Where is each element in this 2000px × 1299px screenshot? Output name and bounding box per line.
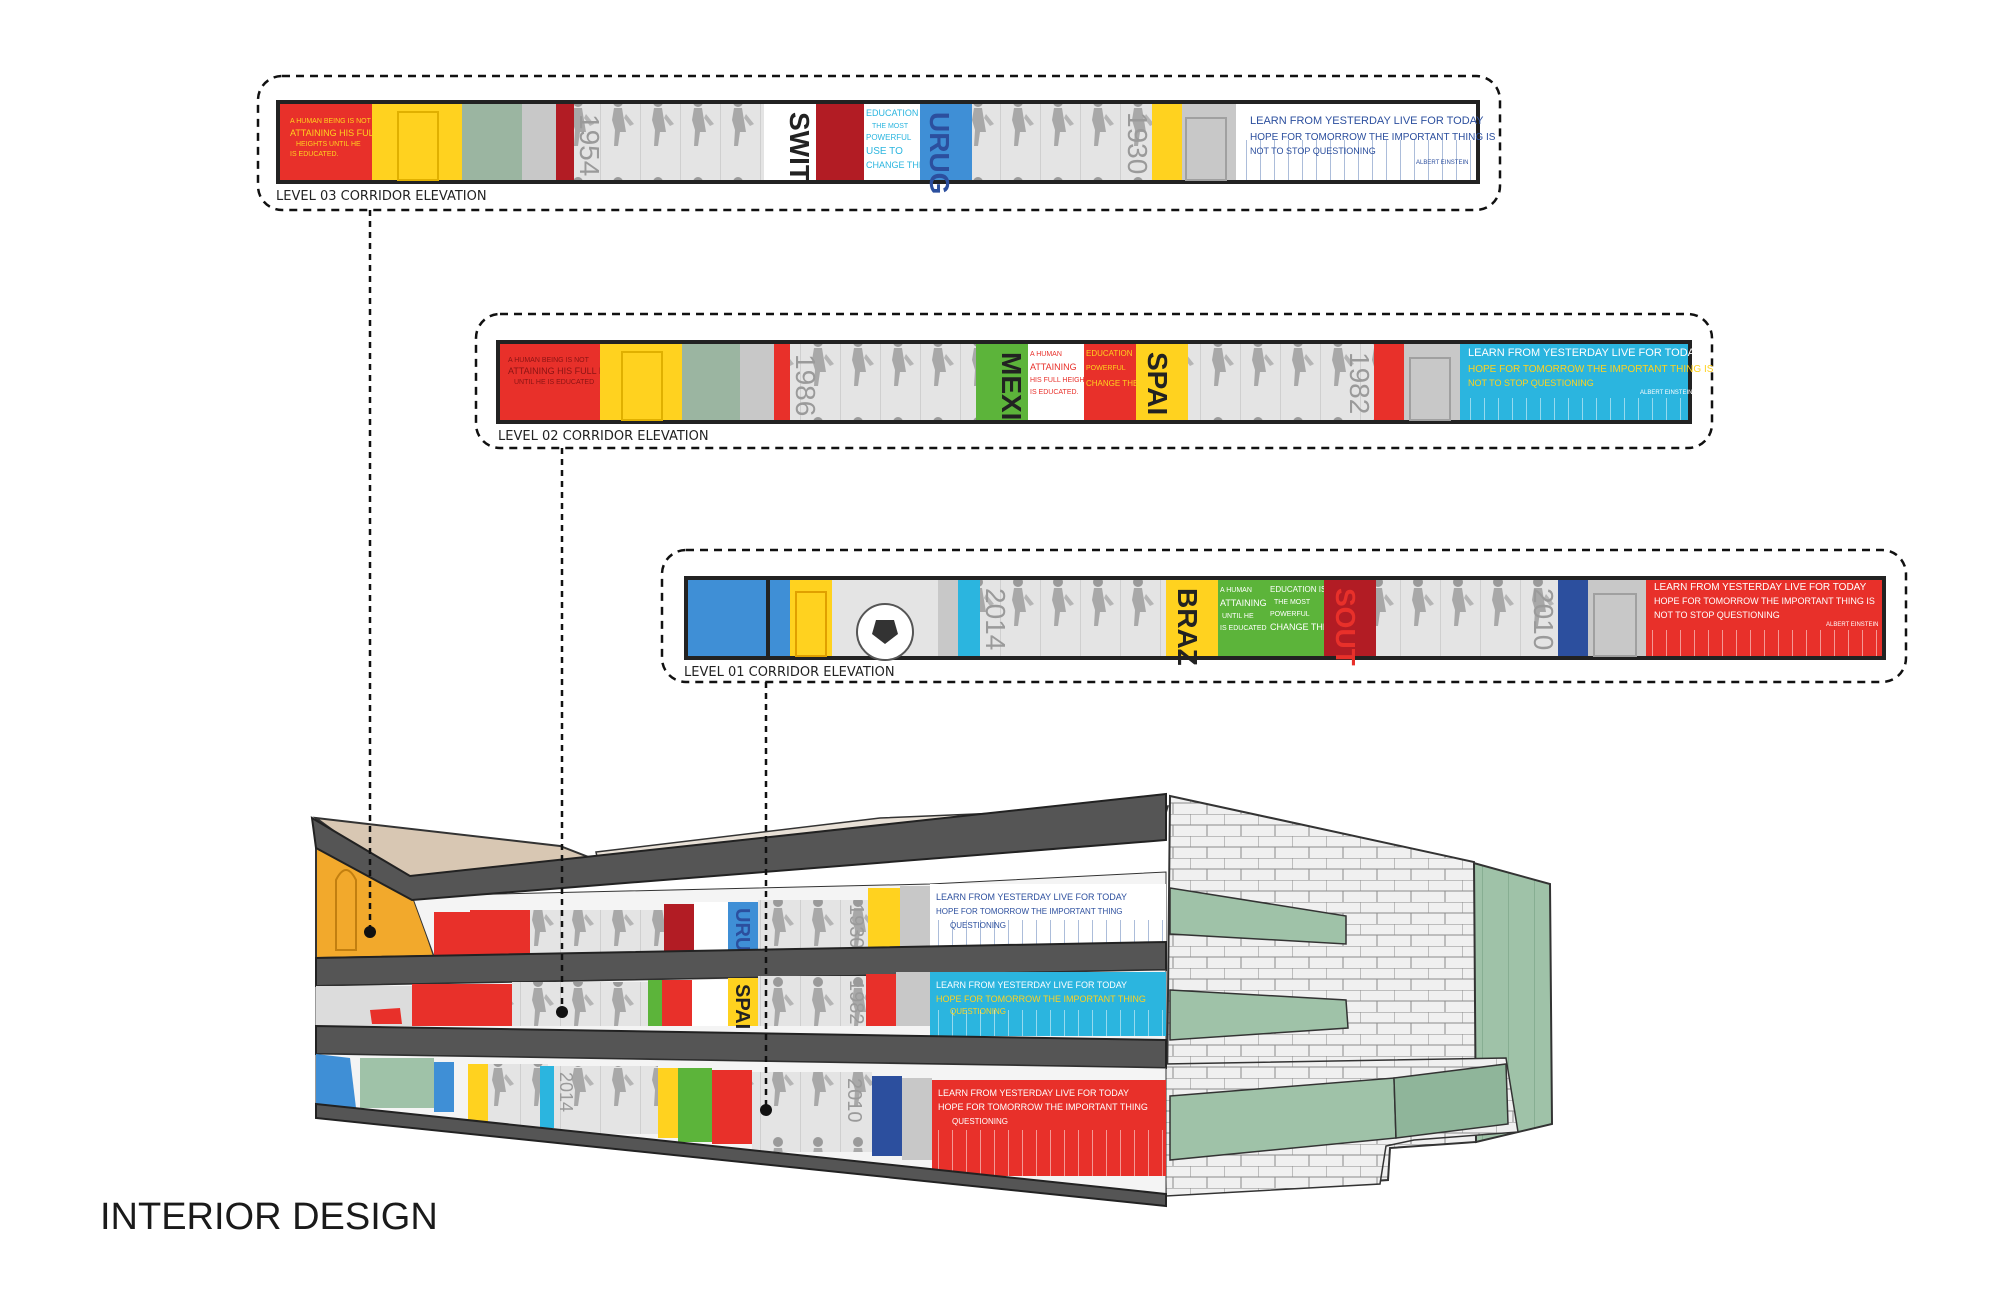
svg-text:LEARN FROM YESTERDAY LIV: LEARN FROM YESTERDAY LIVE FOR TODAY (938, 1088, 1129, 1098)
year-label: 1986 (790, 354, 821, 416)
svg-text:EDUCATION: EDUCATION (1086, 349, 1133, 358)
country-label: MEXI (996, 352, 1027, 420)
quote-author: ALBERT EINSTEIN (1826, 622, 1878, 628)
svg-text:HOPE FOR TOMORROW THE: HOPE FOR TOMORROW THE IMPORTANT THING IS (1468, 364, 1714, 375)
svg-text:EDUCATION IS: EDUCATION IS (1270, 585, 1326, 594)
svg-text:ATTAINING HIS FULL HEIGHTS: ATTAINING HIS FULL HEIGHTS (508, 366, 639, 376)
dashed-callout-frame (660, 548, 1908, 684)
svg-text:A HUMAN: A HUMAN (1220, 587, 1252, 594)
svg-text:UNTIL HE: UNTIL HE (1222, 613, 1254, 620)
svg-text:LEARN FROM YESTERDAY LIV: LEARN FROM YESTERDAY LIVE FOR TODAY (1654, 582, 1867, 593)
year-label: 1930 (845, 904, 867, 949)
svg-text:THE MOST: THE MOST (872, 123, 909, 130)
year-label: 2014 (556, 1072, 576, 1112)
svg-text:IS EDUCATED.: IS EDUCATED. (1030, 389, 1079, 396)
building-axonometric: URUG 1930 LEARN FROM YESTERDAY LIVE FOR … (310, 792, 1554, 1208)
elevation-level-02: A HUMAN BEING IS NOT ATTAINING HIS FULL … (474, 312, 1714, 450)
svg-text:A HUMAN BEING IS NOT: A HUMAN BEING IS NOT (508, 357, 590, 364)
svg-text:UNTIL HE IS EDUCATED: UNTIL HE IS EDUCATED (514, 379, 594, 386)
elevation-level-01: 2014 BRAZ A HUMAN ATTAINING UNTIL HE IS … (660, 548, 1908, 684)
svg-text:QUESTIONING: QUESTIONING (950, 921, 1006, 930)
svg-text:LEARN FROM YESTERDAY LIV: LEARN FROM YESTERDAY LIVE FOR TODAY (936, 892, 1127, 902)
dashed-callout-frame (474, 312, 1714, 450)
svg-text:CHANGE THE: CHANGE THE (1086, 379, 1138, 388)
country-label: SPAI (731, 984, 753, 1029)
country-label: URUG (924, 112, 955, 194)
year-label: 2010 (1528, 588, 1559, 650)
country-label: SPAI (1142, 352, 1173, 415)
svg-text:HEIGHTS UNTIL HE: HEIGHTS UNTIL HE (296, 141, 361, 148)
year-label: 1954 (574, 114, 605, 176)
svg-text:HIS FULL HEIGHTS: HIS FULL HEIGHTS (1030, 377, 1094, 384)
svg-text:POWERFUL: POWERFUL (1086, 365, 1126, 372)
ground-slab (315, 1102, 1167, 1208)
dashed-callout-frame (256, 74, 1502, 212)
svg-text:A HUMAN BEING IS NOT: A HUMAN BEING IS NOT (290, 118, 372, 125)
svg-text:QUESTIONING: QUESTIONING (950, 1007, 1006, 1016)
year-label: 1982 (1344, 352, 1375, 414)
page-title: INTERIOR DESIGN (100, 1196, 438, 1238)
svg-text:HOPE FOR TOMORROW THE: HOPE FOR TOMORROW THE IMPORTANT THING IS (1654, 596, 1875, 606)
country-label: BRAZ (1172, 588, 1203, 666)
quote-author: ALBERT EINSTEIN (1416, 160, 1468, 166)
svg-text:ATTAINING HIS FULL: ATTAINING HIS FULL (290, 128, 379, 138)
roof-slab (310, 792, 1167, 902)
year-label: 1930 (1122, 112, 1153, 174)
svg-text:CHANGE THE: CHANGE THE (866, 160, 925, 170)
quote-author: ALBERT EINSTEIN (1640, 390, 1692, 396)
svg-text:NOT TO STOP QUESTIONING: NOT TO STOP QUESTIONING (1250, 146, 1376, 156)
elevation-label: LEVEL 02 CORRIDOR ELEVATION (498, 429, 709, 444)
year-label: 2010 (843, 1078, 865, 1123)
leader-dots (364, 926, 772, 1116)
elevation-level-03: A HUMAN BEING IS NOT ATTAINING HIS FULL … (256, 74, 1502, 212)
year-label: 2014 (980, 588, 1011, 650)
svg-text:POWERFUL: POWERFUL (1270, 611, 1310, 618)
elevation-label: LEVEL 01 CORRIDOR ELEVATION (684, 665, 895, 680)
svg-text:THE MOST: THE MOST (1274, 599, 1311, 606)
svg-text:IS EDUCATED: IS EDUCATED (1220, 625, 1267, 632)
svg-text:HOPE FOR TOMORROW THE: HOPE FOR TOMORROW THE IMPORTANT THING (936, 994, 1146, 1004)
svg-text:USE TO: USE TO (866, 146, 903, 157)
elevation-label: LEVEL 03 CORRIDOR ELEVATION (276, 189, 487, 204)
svg-text:NOT TO STOP QUESTIONING: NOT TO STOP QUESTIONING (1654, 610, 1780, 620)
svg-text:LEARN FROM YESTERDAY LIV: LEARN FROM YESTERDAY LIVE FOR TODAY (936, 980, 1127, 990)
svg-text:CHANGE THE: CHANGE THE (1270, 622, 1329, 632)
svg-text:ATTAINING: ATTAINING (1220, 598, 1267, 608)
country-label: SWIT (784, 112, 815, 182)
svg-text:HOPE FOR TOMORROW THE IMP: HOPE FOR TOMORROW THE IMPORTANT THING IS (1250, 132, 1496, 143)
svg-text:HOPE FOR TOMORROW THE: HOPE FOR TOMORROW THE IMPORTANT THING (936, 907, 1123, 916)
country-label: SOUT (1330, 588, 1361, 666)
svg-text:LEARN FROM YESTERDAY LIV: LEARN FROM YESTERDAY LIVE FOR TODAY (1468, 347, 1702, 359)
svg-text:ATTAINING: ATTAINING (1030, 362, 1077, 372)
svg-text:NOT TO STOP QUESTIONING: NOT TO STOP QUESTIONING (1468, 378, 1594, 388)
svg-text:IS EDUCATED.: IS EDUCATED. (290, 151, 339, 158)
svg-text:A HUMAN: A HUMAN (1030, 351, 1062, 358)
svg-text:HOPE FOR TOMORROW THE: HOPE FOR TOMORROW THE IMPORTANT THING (938, 1102, 1148, 1112)
svg-text:QUESTIONING: QUESTIONING (952, 1117, 1008, 1126)
leader-lines (368, 210, 768, 1108)
svg-text:POWERFUL: POWERFUL (866, 133, 912, 142)
svg-text:LEARN FROM YESTERDAY L: LEARN FROM YESTERDAY LIVE FOR TODAY (1250, 115, 1484, 127)
year-label: 1982 (845, 980, 867, 1025)
svg-text:EDUCATION IS: EDUCATION IS (866, 108, 929, 118)
